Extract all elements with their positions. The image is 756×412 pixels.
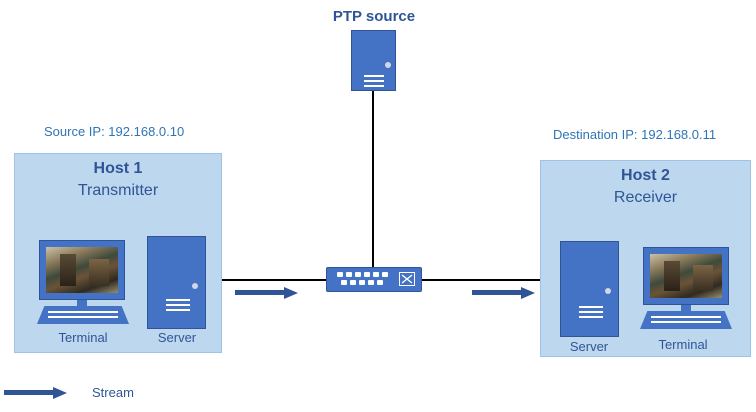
host2-server-label: Server	[569, 339, 609, 354]
host1-server-icon	[147, 236, 206, 329]
host1-server-label: Server	[157, 330, 197, 345]
network-switch-icon	[326, 267, 422, 292]
legend-stream-label: Stream	[92, 385, 134, 400]
ptp-server-icon	[351, 30, 396, 91]
ptp-link-line	[372, 91, 374, 267]
switch-crossover-icon	[399, 272, 415, 286]
destination-ip-label: Destination IP: 192.168.0.11	[553, 127, 717, 142]
host2-title: Host 2	[621, 167, 670, 184]
host2-role: Receiver	[613, 189, 678, 206]
host1-role: Transmitter	[77, 182, 159, 199]
source-ip-label: Source IP: 192.168.0.10	[44, 124, 185, 139]
host2-terminal-label: Terminal	[658, 337, 708, 352]
host2-server-icon	[560, 241, 619, 337]
host2-box: Host 2 Receiver Server Terminal	[540, 160, 751, 357]
host2-link-line	[422, 279, 540, 281]
ptp-source-label: PTP source	[332, 8, 416, 25]
host1-box: Host 1 Transmitter Terminal Server	[14, 153, 222, 353]
host1-link-line	[222, 279, 328, 281]
host1-title: Host 1	[93, 160, 143, 177]
host1-terminal-label: Terminal	[58, 330, 108, 345]
